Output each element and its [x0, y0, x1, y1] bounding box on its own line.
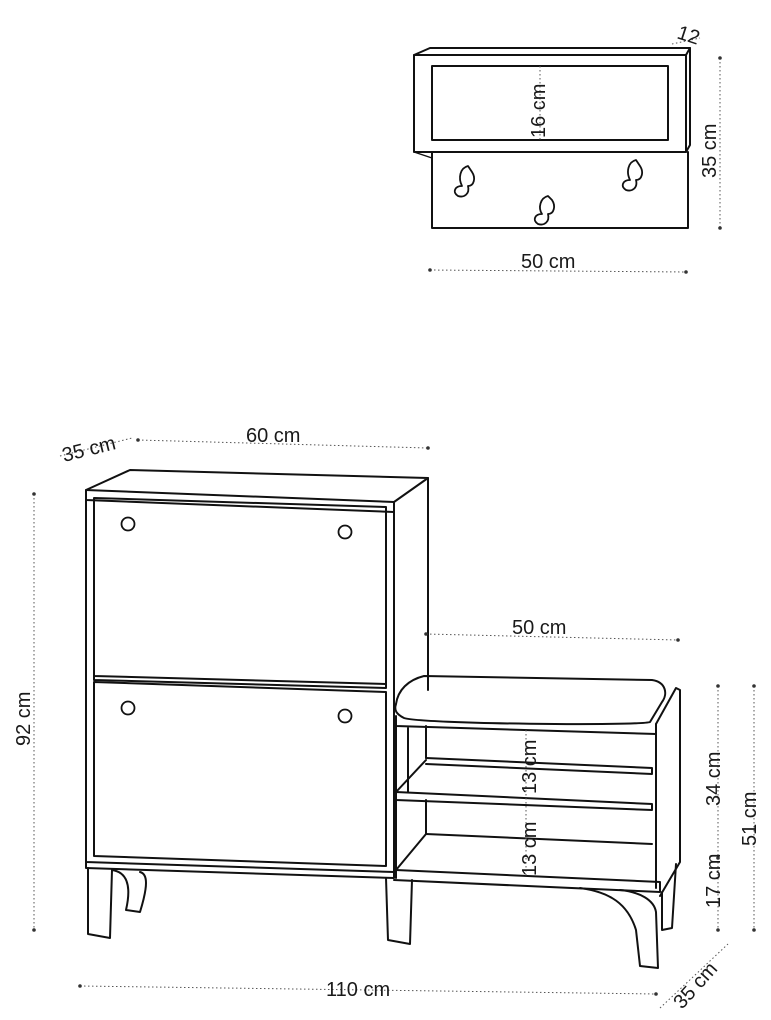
cabinet-knob	[120, 516, 136, 532]
bench-shelf-spacing-label: 13 cm	[519, 822, 541, 876]
bench-seat-height-label: 34 cm	[703, 752, 725, 806]
shelf-inner-height-label: 16 cm	[528, 84, 550, 138]
total-depth-label: 35 cm	[669, 958, 722, 1013]
dimension-line	[137, 439, 429, 449]
cabinet-knob	[120, 700, 136, 716]
shelf-height-label: 35 cm	[699, 124, 721, 178]
dimension-line	[59, 437, 133, 457]
coat-hook-icon	[533, 195, 555, 226]
bench-shelf-spacing-label: 13 cm	[519, 740, 541, 794]
bench-leg-height-label: 17 cm	[703, 854, 725, 908]
shelf-width-label: 50 cm	[521, 251, 575, 273]
bench-width-label: 50 cm	[512, 617, 566, 639]
coat-hook-icon	[621, 159, 643, 192]
dimension-line	[671, 37, 701, 45]
dimension-line	[429, 269, 687, 273]
coat-hook-icon	[453, 165, 475, 198]
cabinet-knob	[337, 708, 353, 724]
dimension-line	[79, 985, 657, 995]
total-width-label: 110 cm	[326, 979, 390, 1001]
cabinet-height-label: 92 cm	[13, 692, 35, 746]
cabinet-width-label: 60 cm	[246, 425, 300, 447]
wall-shelf-with-hooks	[413, 47, 691, 229]
bench-cushion	[394, 675, 667, 726]
shoe-cabinet	[85, 469, 429, 945]
bench-total-height-label: 51 cm	[739, 792, 761, 846]
cabinet-depth-label: 35 cm	[60, 432, 118, 467]
shelf-depth-label: 12	[674, 22, 702, 50]
cabinet-knob	[337, 524, 353, 540]
